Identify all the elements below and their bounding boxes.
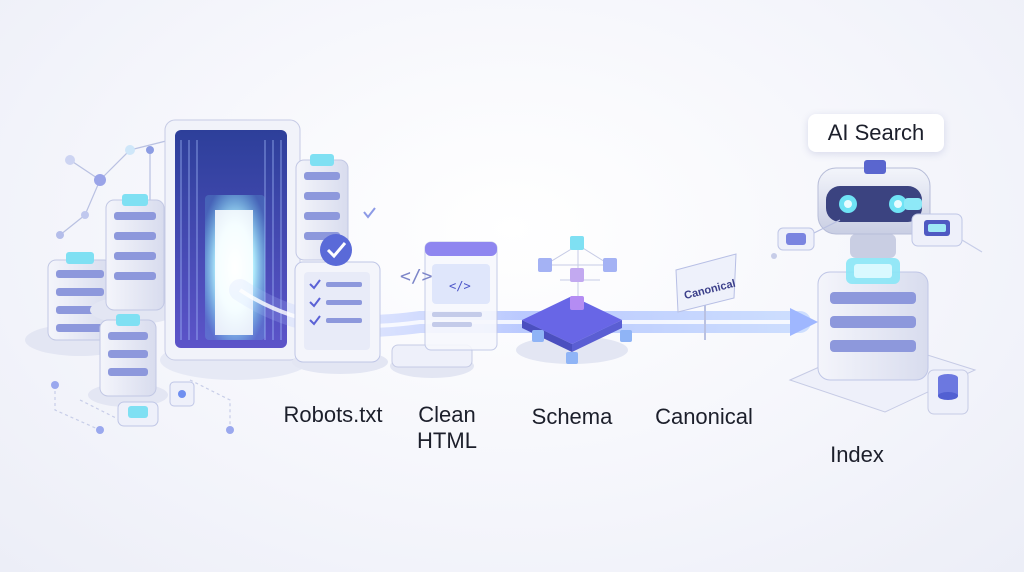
- side-chip-left: [771, 219, 841, 259]
- label-schema: Schema: [531, 404, 613, 429]
- label-clean-line2: HTML: [417, 428, 477, 453]
- label-clean-line1: Clean: [418, 402, 476, 427]
- label-index: Index: [830, 442, 884, 467]
- check-badge-icon: [320, 234, 352, 266]
- ai-robot: [817, 160, 931, 258]
- database-icon: [927, 369, 969, 415]
- server-stack-front: [88, 314, 168, 407]
- code-glyph-inner: </>: [449, 279, 471, 293]
- label-robots: Robots.txt: [283, 402, 383, 427]
- label-canonical: Canonical: [655, 404, 753, 429]
- ground-connectors: [54, 379, 231, 431]
- label-clean-html: Clean HTML: [406, 402, 488, 454]
- schema-graph: [516, 236, 632, 364]
- ai-search-badge: AI Search: [808, 114, 944, 152]
- small-check-icon: [363, 207, 376, 219]
- portal-gateway: [160, 119, 310, 380]
- side-chip-right: [911, 213, 983, 253]
- small-chip: [117, 401, 159, 427]
- canonical-sign: Canonical: [675, 253, 737, 340]
- index-tower: [788, 258, 977, 413]
- code-icon: </>: [400, 266, 433, 287]
- small-cube: [169, 381, 195, 407]
- clean-html-window: </>: [390, 241, 498, 378]
- server-stack-center-left: [90, 194, 180, 324]
- robots-checklist: [292, 234, 388, 374]
